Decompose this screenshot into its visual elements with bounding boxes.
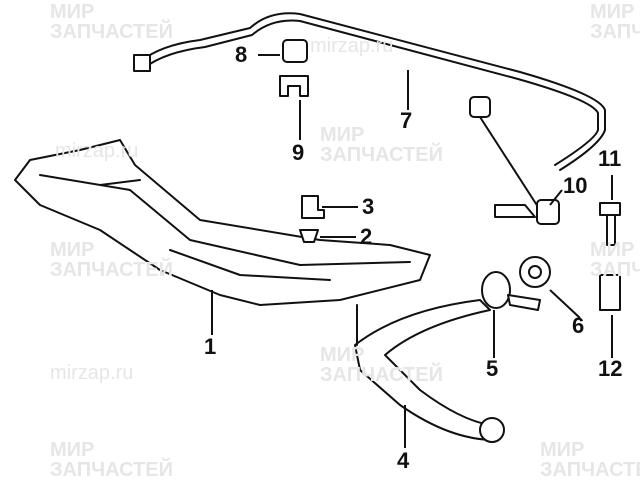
- callout-5: 5: [486, 356, 499, 381]
- callout-8: 8: [235, 42, 248, 67]
- bracket: [279, 75, 309, 97]
- stud: [599, 202, 621, 246]
- callout-12: 12: [598, 356, 623, 381]
- crossmember: [14, 139, 431, 306]
- callout-1: 1: [204, 334, 217, 359]
- leader: [211, 54, 613, 448]
- bushing-5: [481, 271, 511, 309]
- stabilizer-bar: [139, 12, 606, 171]
- callout-9: 9: [292, 140, 305, 165]
- bushing: [282, 39, 308, 63]
- link-bottom: [536, 199, 560, 225]
- clamp: [599, 274, 621, 311]
- control-arm: [354, 299, 496, 441]
- callout-3: 3: [362, 194, 375, 219]
- callout-4: 4: [397, 448, 410, 473]
- mount: [301, 195, 325, 219]
- callout-2: 2: [360, 224, 373, 249]
- link-rod: [479, 116, 541, 211]
- bushing-6: [519, 256, 551, 288]
- callout-6: 6: [572, 313, 585, 338]
- callout-10: 10: [563, 173, 588, 198]
- callout-11: 11: [598, 146, 622, 171]
- bar-end: [133, 54, 151, 72]
- ball-joint: [479, 417, 505, 443]
- callout-7: 7: [400, 108, 413, 133]
- clip: [299, 229, 319, 243]
- link-top: [469, 96, 491, 118]
- link-bracket: [494, 204, 536, 218]
